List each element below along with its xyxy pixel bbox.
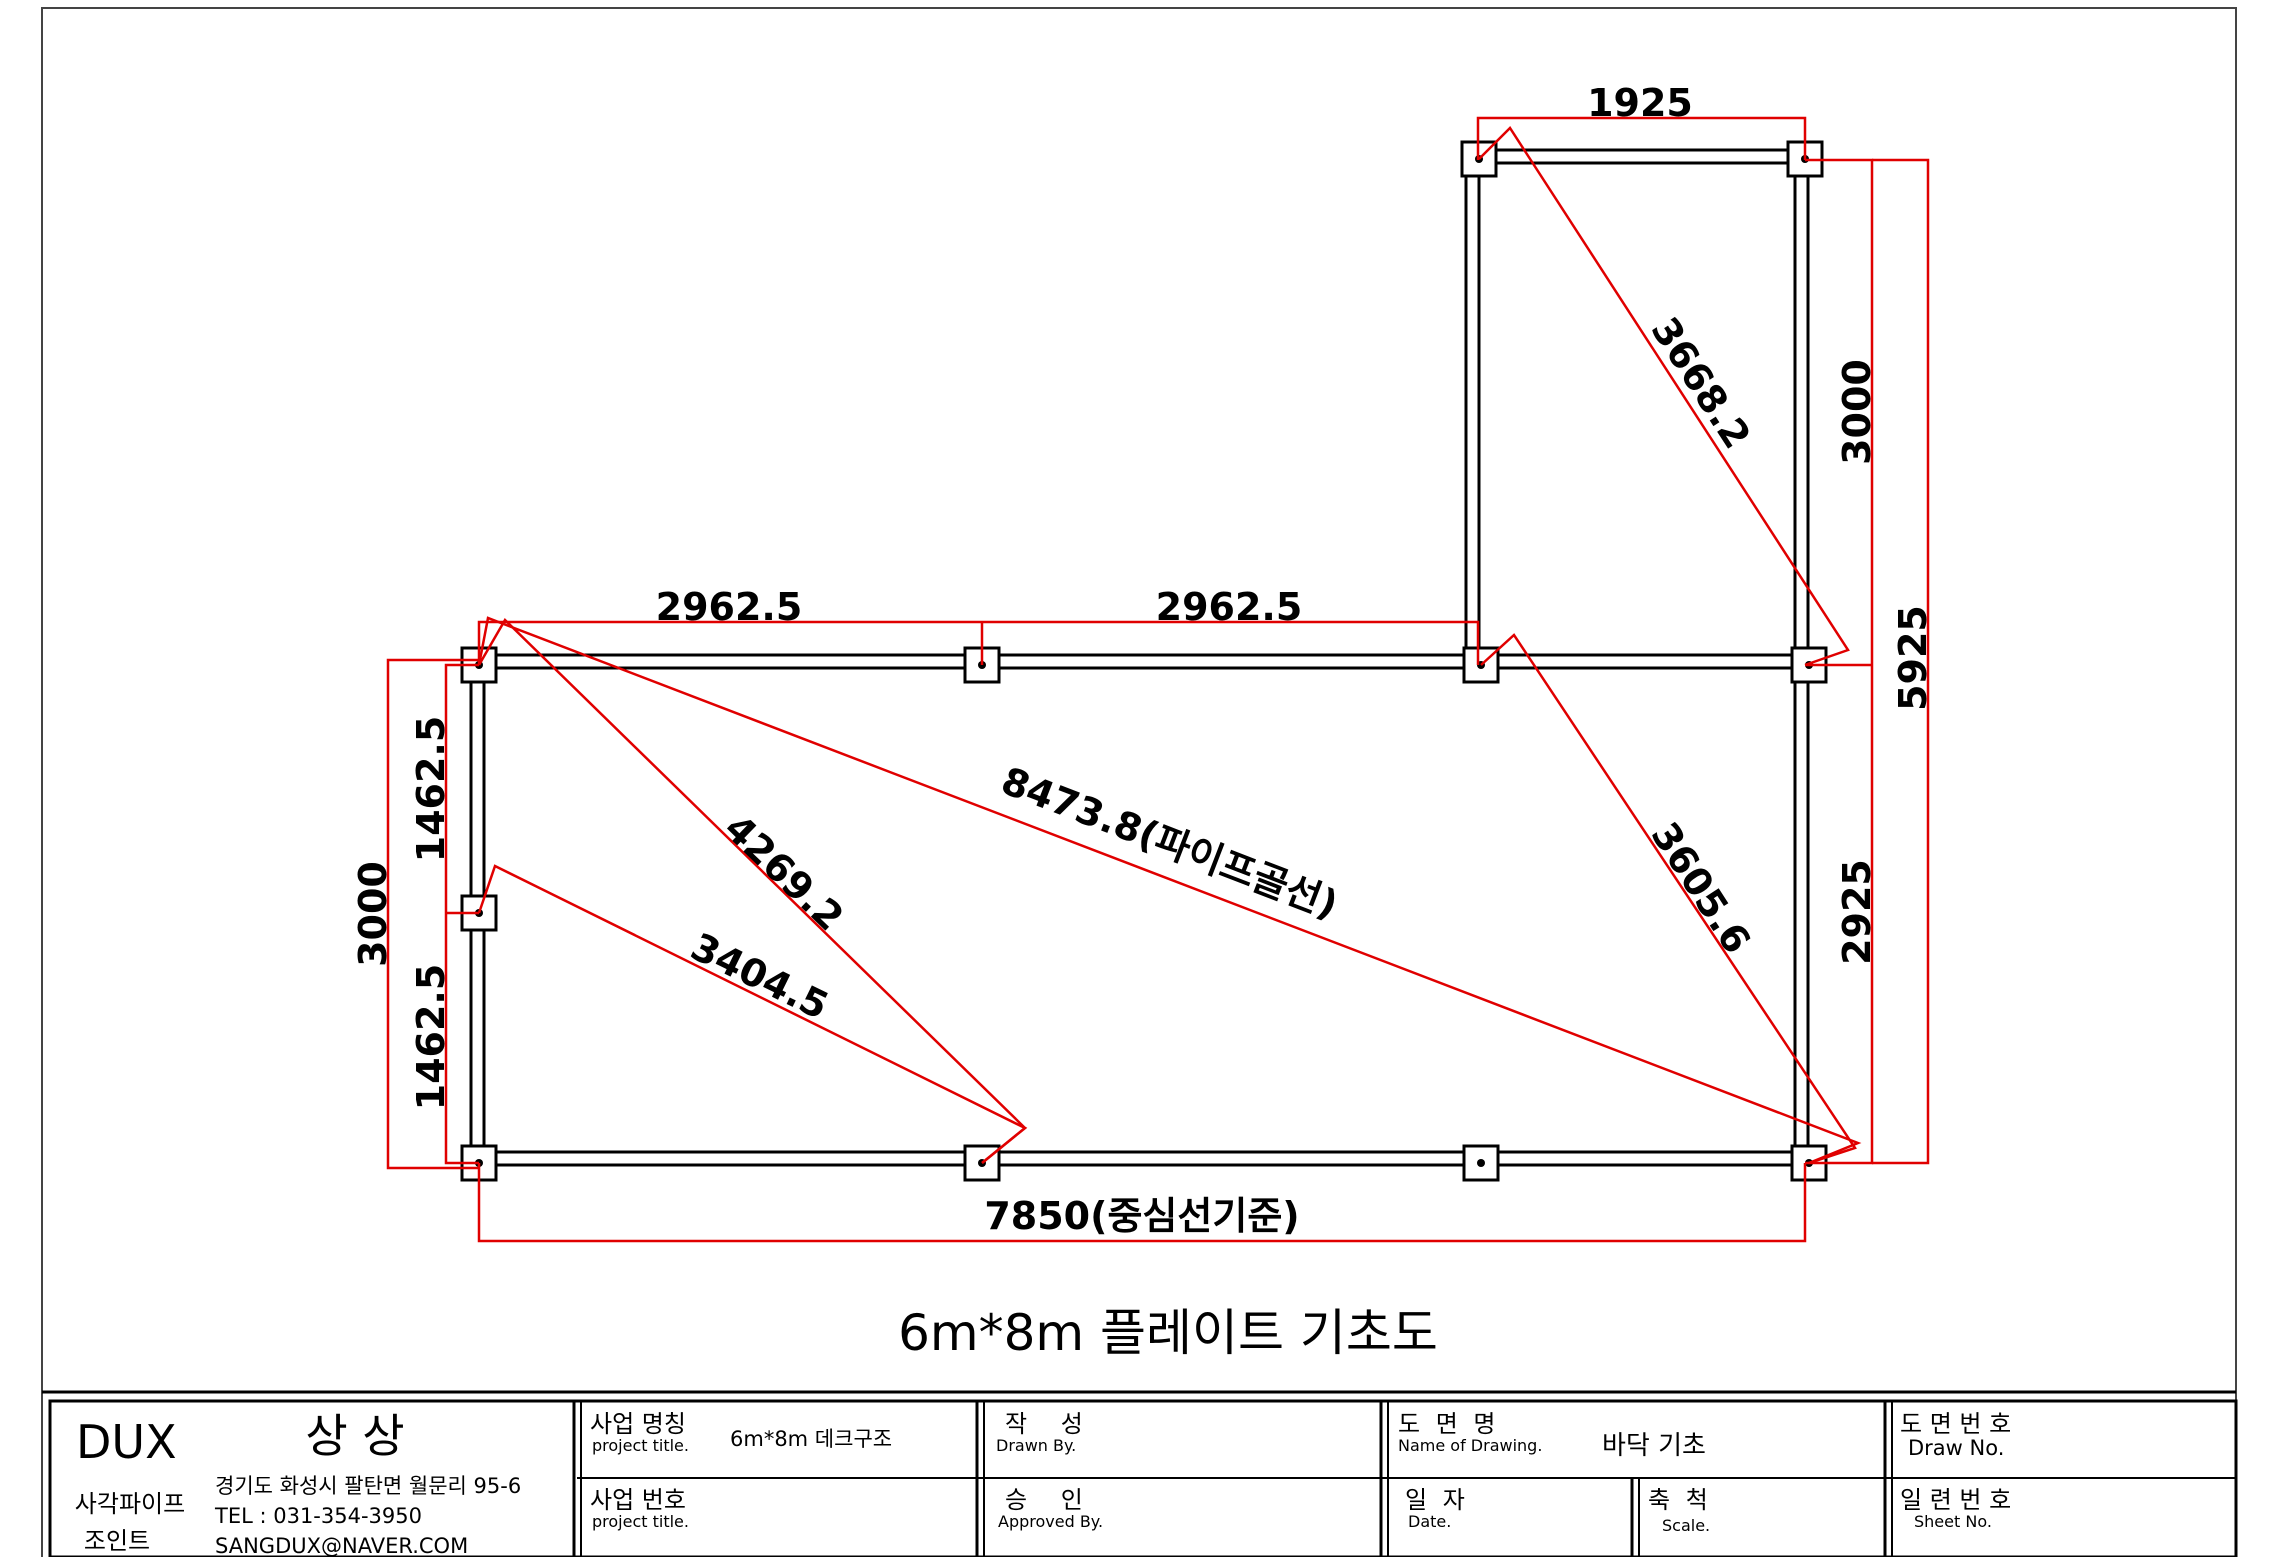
approved-sub: Approved By. bbox=[998, 1512, 1103, 1531]
dim-line-top-width bbox=[1476, 116, 1807, 160]
company-korean: 상 상 bbox=[305, 1409, 404, 1463]
dim-line-top-spans bbox=[477, 620, 1480, 665]
dim-diag-main: 8473.8(파이프골선) bbox=[996, 759, 1344, 928]
dim-diag-right-upper: 3668.2 bbox=[1643, 309, 1760, 456]
company-tel: TEL : 031-354-3950 bbox=[214, 1504, 422, 1528]
dim-line-left-total bbox=[386, 658, 479, 1170]
date-label: 일 자 bbox=[1405, 1486, 1465, 1514]
dim-line-diag-left bbox=[477, 617, 1027, 1164]
dim-top-width: 1925 bbox=[1587, 81, 1693, 125]
date-sub: Date. bbox=[1408, 1512, 1451, 1531]
dim-line-diag-lower bbox=[477, 864, 1028, 1164]
plate bbox=[1462, 1144, 1500, 1182]
project-no-label: 사업 번호 bbox=[590, 1486, 686, 1514]
frame-main-inner bbox=[482, 666, 1797, 1154]
company-email: SANGDUX@NAVER.COM bbox=[215, 1534, 468, 1557]
draw-no-sub: Draw No. bbox=[1908, 1436, 2004, 1460]
frame-main-outer bbox=[469, 653, 1810, 1167]
frame-arm-inner bbox=[1477, 161, 1797, 668]
dim-right-upper: 3000 bbox=[1835, 359, 1879, 465]
dim-line-diag-right-upper bbox=[1478, 126, 1850, 667]
scale-sub: Scale. bbox=[1662, 1516, 1710, 1535]
dim-line-diag-right-lower bbox=[1480, 633, 1857, 1165]
dimension-lines bbox=[386, 116, 1930, 1243]
draw-no-label: 도 면 번 호 bbox=[1900, 1410, 2011, 1438]
dim-right-total: 5925 bbox=[1891, 605, 1935, 711]
dim-diag-right-lower: 3605.6 bbox=[1643, 814, 1760, 961]
title-block bbox=[42, 1390, 2238, 1557]
company-sub-line2: 조인트 bbox=[84, 1527, 150, 1555]
dim-line-bottom-total bbox=[477, 1163, 1807, 1243]
dim-top-left-span: 2962.5 bbox=[656, 585, 803, 629]
dim-line-right-total bbox=[1872, 158, 1930, 1165]
footing-plates bbox=[460, 140, 1828, 1182]
drawing-title: 6m*8m 플레이트 기초도 bbox=[898, 1304, 1438, 1362]
company-address: 경기도 화성시 팔탄면 월문리 95-6 bbox=[215, 1474, 521, 1498]
title-block-text: DUX 상 상 사각파이프 조인트 경기도 화성시 팔탄면 월문리 95-6 T… bbox=[75, 1409, 2011, 1557]
deck-frame bbox=[469, 148, 1810, 1167]
sheet-border bbox=[41, 7, 2237, 1557]
sheet-no-sub: Sheet No. bbox=[1914, 1512, 1992, 1531]
drawing-name-label: 도 면 명 bbox=[1398, 1410, 1496, 1438]
dim-left-lower: 1462.5 bbox=[409, 964, 453, 1111]
project-name-value: 6m*8m 데크구조 bbox=[730, 1427, 892, 1451]
drawn-label: 작 성 bbox=[1005, 1410, 1083, 1438]
company-sub-line1: 사각파이프 bbox=[75, 1490, 185, 1518]
frame-arm-outer bbox=[1464, 148, 1810, 655]
drawn-sub: Drawn By. bbox=[996, 1436, 1076, 1455]
company-name: DUX bbox=[76, 1415, 177, 1469]
drawing-name-sub: Name of Drawing. bbox=[1398, 1436, 1542, 1455]
dim-top-mid-span: 2962.5 bbox=[1156, 585, 1303, 629]
project-no-sub: project title. bbox=[592, 1512, 689, 1531]
scale-label: 축 척 bbox=[1648, 1486, 1708, 1514]
dim-line-diag-main bbox=[477, 616, 1862, 1165]
dimension-labels: 1925 2962.5 2962.5 3668.2 3000 5925 2925… bbox=[351, 81, 1935, 1238]
project-name-sub: project title. bbox=[592, 1436, 689, 1455]
dim-right-lower: 2925 bbox=[1835, 859, 1879, 965]
dim-line-right-parts bbox=[1805, 158, 1874, 1165]
project-name-label: 사업 명칭 bbox=[590, 1410, 686, 1438]
dim-diag-lower: 3404.5 bbox=[684, 924, 835, 1028]
sheet-no-label: 일 련 번 호 bbox=[1900, 1486, 2011, 1514]
dim-left-total: 3000 bbox=[351, 861, 395, 967]
dim-diag-left: 4269.2 bbox=[716, 806, 852, 940]
plate-centers bbox=[475, 155, 1813, 1167]
dim-left-upper: 1462.5 bbox=[409, 716, 453, 863]
approved-label: 승 인 bbox=[1005, 1486, 1083, 1514]
drawing-name-value: 바닥 기초 bbox=[1602, 1431, 1706, 1461]
dim-bottom-total: 7850(중심선기준) bbox=[984, 1194, 1299, 1238]
